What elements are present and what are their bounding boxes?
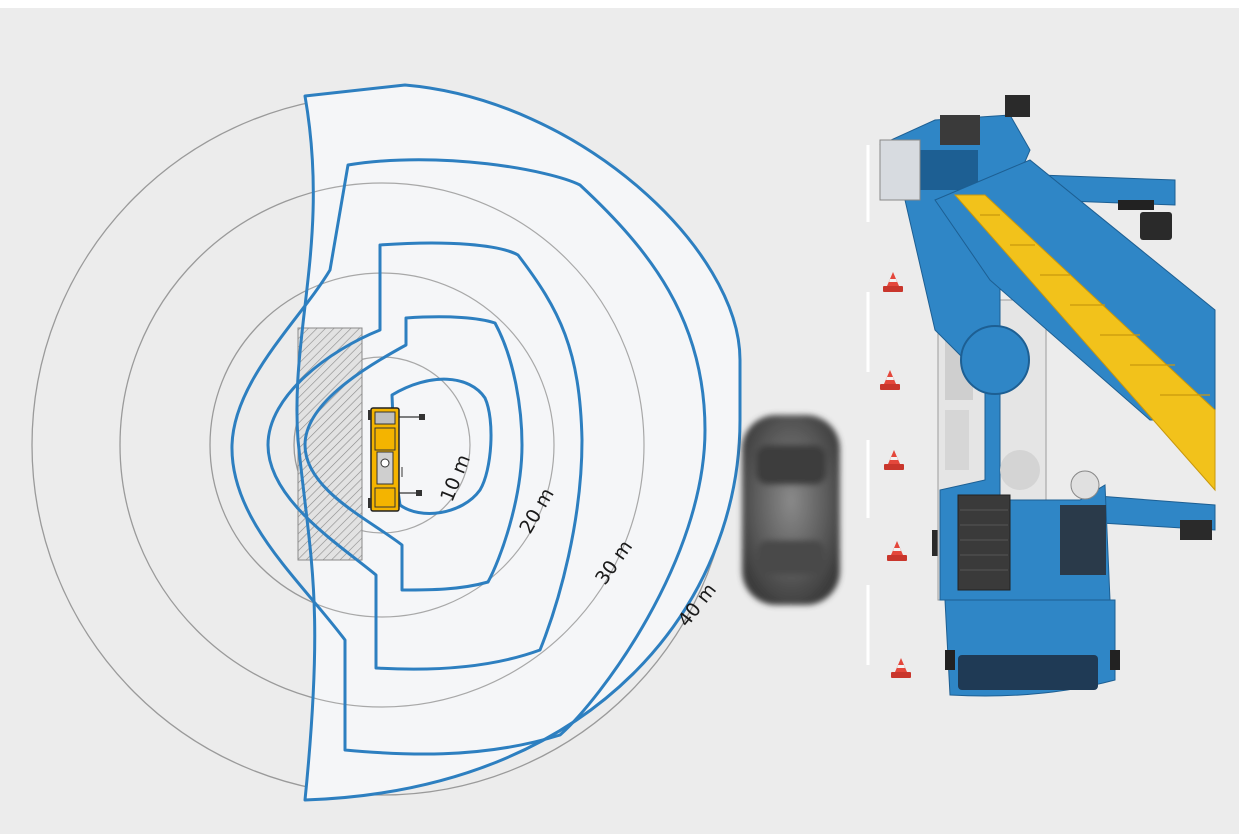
working-range-contours	[230, 83, 742, 802]
crane-carrier-icon	[368, 407, 425, 512]
mobile-crane-topview	[879, 95, 1216, 697]
traffic-cone-icon	[880, 370, 900, 390]
contour-1	[303, 315, 524, 592]
traffic-cone-icon	[887, 541, 907, 561]
contour-inner	[390, 377, 493, 515]
traffic-cone-icon	[883, 272, 903, 292]
contour-2	[266, 241, 584, 671]
top-margin	[0, 0, 1239, 8]
outer-region-fill	[296, 85, 740, 800]
traffic-cone-icon	[884, 450, 904, 470]
contour-3	[230, 158, 707, 756]
traffic-cones	[880, 272, 911, 678]
contour-outer	[295, 83, 742, 802]
car-icon	[742, 415, 840, 605]
traffic-cone-icon	[891, 658, 911, 678]
